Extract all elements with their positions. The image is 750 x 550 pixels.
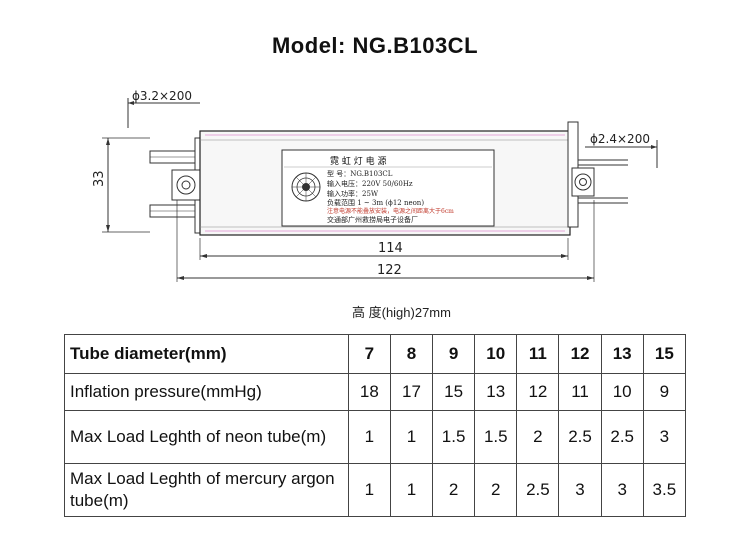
spec-table: Tube diameter(mm) 7 8 9 10 11 12 13 15 I… <box>64 334 687 517</box>
table-row: Inflation pressure(mmHg) 18 17 15 13 12 … <box>64 373 687 411</box>
table-cell: 3 <box>642 410 687 464</box>
outer-length-dimension: 122 <box>377 263 402 278</box>
label-title: 霓 虹 灯 电 源 <box>330 155 386 167</box>
height-note: 高 度(high)27mm <box>352 305 451 320</box>
header-label: Tube diameter(mm) <box>64 334 349 374</box>
product-label: 霓 虹 灯 电 源 型 号：NG.B103CL 输入电压：220V 50/60H… <box>281 149 495 227</box>
inner-length-dimension: 114 <box>378 241 403 256</box>
label-model: 型 号：NG.B103CL <box>327 169 393 178</box>
table-cell: 2 <box>516 410 560 464</box>
label-footer: 交通部广州救捞局电子设备厂 <box>327 215 418 224</box>
header-cell: 10 <box>474 334 518 374</box>
label-input-power: 输入功率：25W <box>327 189 379 198</box>
table-cell: 2 <box>474 463 518 517</box>
label-input-voltage: 输入电压：220V 50/60Hz <box>327 179 413 188</box>
table-cell: 15 <box>432 373 476 411</box>
technical-drawing: ϕ3.2×200 霓 虹 灯 电 源 型 号：NG. <box>92 89 658 282</box>
header-cell: 8 <box>389 334 434 374</box>
table-cell: 3.5 <box>642 463 687 517</box>
left-mounting-ear <box>171 169 201 201</box>
wire-right-dimension: ϕ2.4×200 <box>590 132 650 146</box>
label-load-range: 负载范围 1 ~ 3m (ϕ12 neon) <box>327 198 424 207</box>
table-cell: 10 <box>600 373 644 411</box>
header-cell: 12 <box>558 334 602 374</box>
right-mounting-ear <box>571 167 595 197</box>
wire-left-dimension: ϕ3.2×200 <box>132 89 192 103</box>
row-label: Inflation pressure(mmHg) <box>64 373 349 411</box>
table-cell: 1 <box>389 463 434 517</box>
header-cell: 9 <box>432 334 476 374</box>
table-cell: 2 <box>432 463 476 517</box>
table-cell: 1.5 <box>432 410 476 464</box>
table-cell: 1.5 <box>474 410 518 464</box>
row-label: Max Load Leghth of mercury argon tube(m) <box>64 463 349 517</box>
table-cell: 1 <box>347 410 391 464</box>
header-cell: 11 <box>516 334 560 374</box>
header-cell: 7 <box>347 334 391 374</box>
table-header-row: Tube diameter(mm) 7 8 9 10 11 12 13 15 <box>64 334 687 374</box>
table-cell: 18 <box>347 373 391 411</box>
row-label: Max Load Leghth of neon tube(m) <box>64 410 349 464</box>
table-cell: 3 <box>600 463 644 517</box>
brand-logo <box>291 172 321 202</box>
table-cell: 9 <box>642 373 687 411</box>
header-cell: 15 <box>642 334 687 374</box>
table-cell: 2.5 <box>600 410 644 464</box>
page-title: Model: NG.B103CL <box>271 33 479 58</box>
table-cell: 13 <box>474 373 518 411</box>
table-row: Max Load Leghth of mercury argon tube(m)… <box>64 463 687 517</box>
table-cell: 11 <box>558 373 602 411</box>
table-cell: 2.5 <box>558 410 602 464</box>
height-dimension: 33 <box>92 170 107 187</box>
table-cell: 1 <box>347 463 391 517</box>
header-cell: 13 <box>600 334 644 374</box>
label-warning: 注意电源不能叠放安装，电源之间距离大于6cm <box>327 207 454 215</box>
table-cell: 12 <box>516 373 560 411</box>
table-cell: 3 <box>558 463 602 517</box>
table-cell: 2.5 <box>516 463 560 517</box>
table-cell: 17 <box>389 373 434 411</box>
table-cell: 1 <box>389 410 434 464</box>
table-row: Max Load Leghth of neon tube(m) 1 1 1.5 … <box>64 410 687 464</box>
